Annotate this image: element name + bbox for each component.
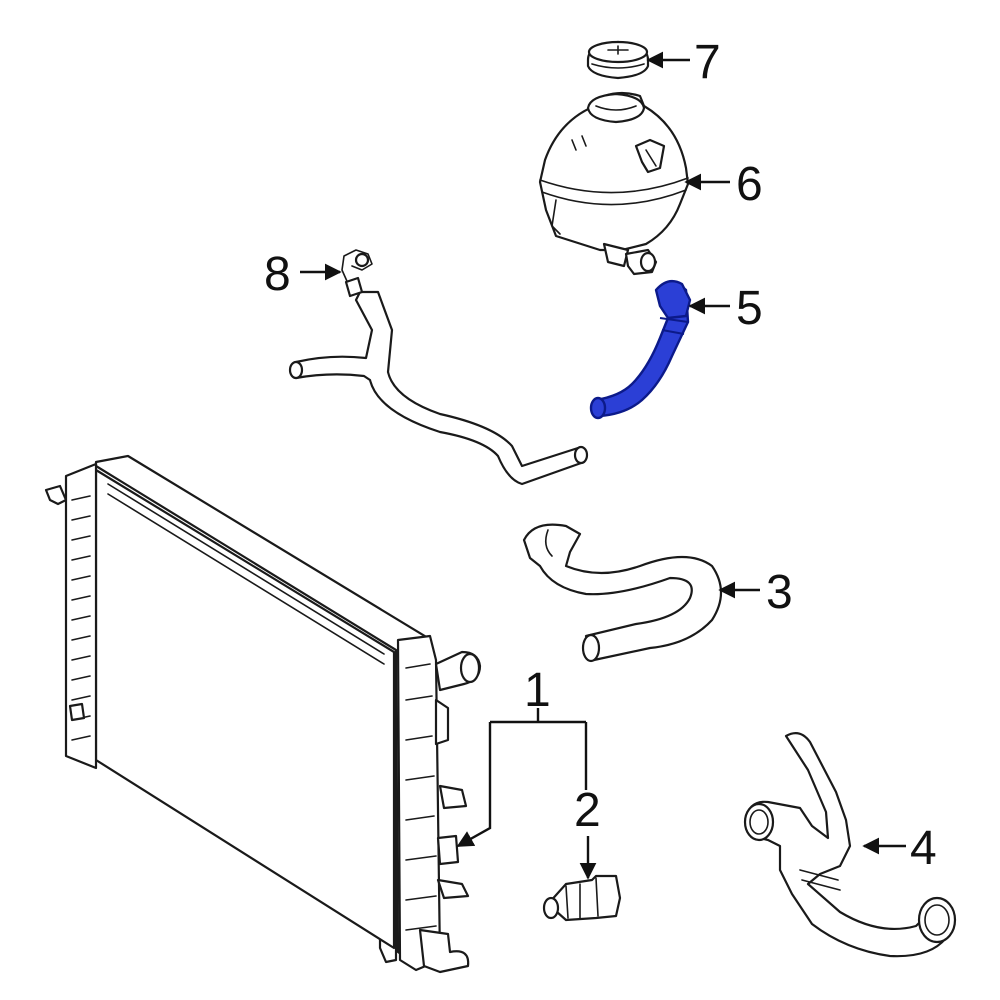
drain-plug[interactable] — [542, 874, 622, 922]
callout-6: 6 — [736, 158, 763, 211]
leader-1-bracket — [490, 708, 586, 724]
callout-5: 5 — [736, 282, 763, 335]
callout-7: 7 — [694, 36, 721, 89]
callout-leaders — [300, 51, 906, 880]
callout-8: 8 — [264, 248, 291, 301]
lower-radiator-hose[interactable] — [743, 731, 957, 958]
upper-radiator-hose[interactable] — [522, 523, 723, 663]
callout-3: 3 — [766, 566, 793, 619]
overflow-hose[interactable] — [589, 279, 692, 420]
reservoir-cap[interactable] — [586, 40, 650, 80]
callout-2: 2 — [574, 784, 601, 837]
callout-4: 4 — [910, 822, 937, 875]
radiator[interactable] — [44, 454, 482, 974]
callout-numbers: 7 6 5 8 3 4 1 2 — [264, 36, 937, 875]
callout-1: 1 — [524, 664, 551, 717]
expansion-tank[interactable] — [538, 91, 690, 276]
vent-hose[interactable] — [288, 249, 589, 486]
leader-1-radiator — [456, 722, 492, 848]
